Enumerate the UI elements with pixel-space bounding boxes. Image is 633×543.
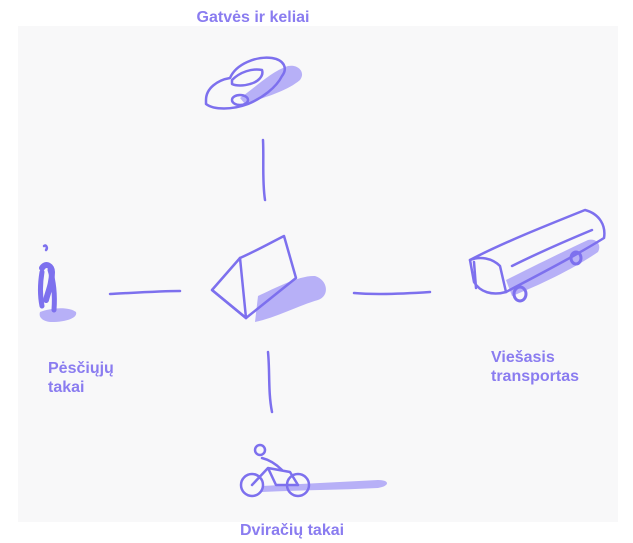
house-icon xyxy=(212,236,326,322)
label-public-transport-line1: Viešasis xyxy=(491,348,579,367)
bus-icon xyxy=(470,210,604,301)
bicycle-icon xyxy=(241,445,387,496)
connector-top xyxy=(263,140,265,200)
label-pedestrian-paths-line1: Pėsčiųjų xyxy=(48,359,114,378)
label-streets-and-roads: Gatvės ir keliai xyxy=(163,8,343,27)
pedestrian-icon xyxy=(40,245,77,322)
car-icon xyxy=(206,58,302,109)
label-bicycle-paths: Dviračių takai xyxy=(240,521,344,540)
connector-bottom xyxy=(268,352,272,412)
connector-right xyxy=(354,292,430,294)
label-pedestrian-paths-line2: takai xyxy=(48,378,114,397)
connector-left xyxy=(110,291,180,294)
label-public-transport: Viešasis transportas xyxy=(491,348,579,386)
label-pedestrian-paths: Pėsčiųjų takai xyxy=(48,359,114,397)
connector-lines xyxy=(110,140,430,412)
label-public-transport-line2: transportas xyxy=(491,367,579,386)
